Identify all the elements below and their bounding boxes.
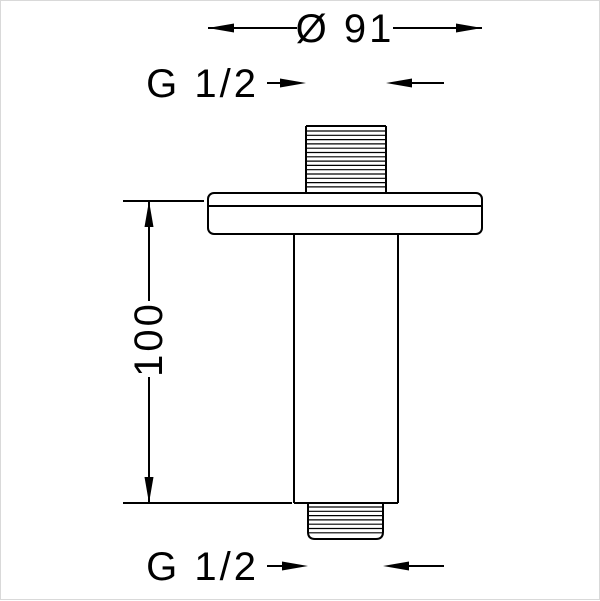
thread-bottom-label: G 1/2 <box>146 545 259 589</box>
flange-outline <box>207 192 483 235</box>
dimension-thread-top: G 1/2 <box>146 62 444 106</box>
diameter-top-label: Ø 91 <box>296 7 395 51</box>
shower-arm-body <box>207 125 483 540</box>
pipe <box>293 234 399 504</box>
bottom-thread-hatching <box>308 506 383 534</box>
arrowhead-right-icon <box>456 23 482 33</box>
bottom-thread-outline <box>307 503 384 540</box>
dimension-thread-bottom: G 1/2 <box>146 545 444 589</box>
arrowhead-left-icon <box>208 23 234 33</box>
top-thread <box>305 125 387 193</box>
arrowhead-up-icon <box>144 201 154 227</box>
thread-top-label: G 1/2 <box>146 62 259 106</box>
arrowhead-left-icon <box>386 78 412 88</box>
dimension-diameter-top: Ø 91 <box>208 7 482 51</box>
length-label: 100 <box>127 301 171 377</box>
dimension-length-left: 100 <box>123 200 292 504</box>
arrowhead-right-icon <box>282 561 308 571</box>
flange <box>207 192 483 235</box>
arrowhead-right-icon <box>280 78 306 88</box>
bottom-thread <box>307 503 384 540</box>
arrowhead-down-icon <box>144 477 154 503</box>
top-thread-hatching <box>306 130 386 188</box>
arrowhead-left-icon <box>383 561 409 571</box>
